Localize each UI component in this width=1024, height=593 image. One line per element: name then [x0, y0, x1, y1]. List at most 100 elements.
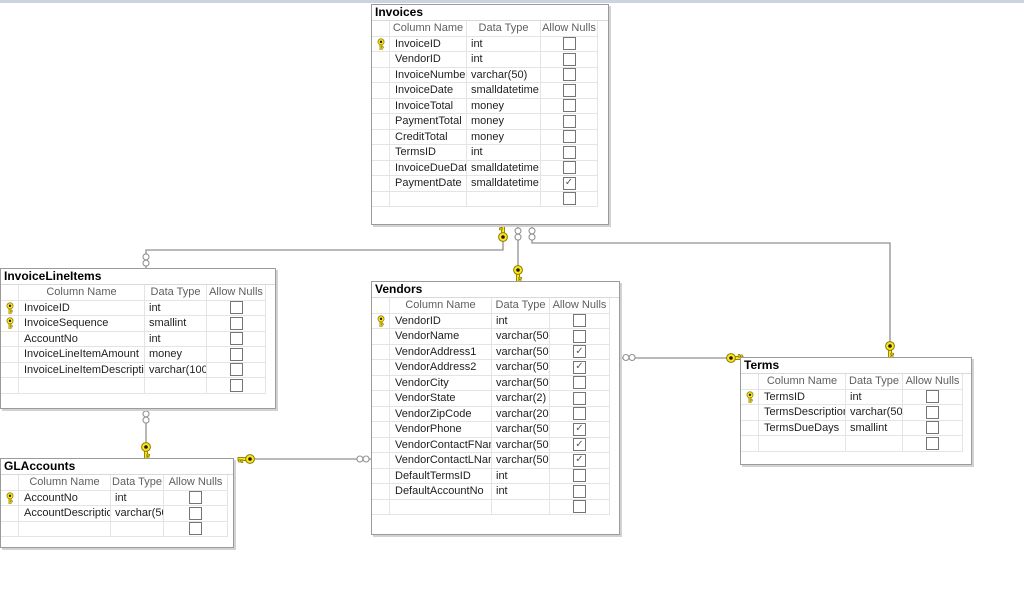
column-row[interactable]: InvoiceLineItemDescription varchar(100) — [1, 362, 275, 378]
column-name-cell[interactable] — [19, 521, 111, 537]
column-name-cell[interactable]: InvoiceSequence — [19, 316, 145, 332]
data-type-cell[interactable]: varchar(50) — [492, 360, 550, 376]
allow-nulls-checkbox[interactable] — [573, 376, 586, 390]
data-type-cell[interactable]: smallint — [846, 420, 903, 436]
column-name-cell[interactable]: PaymentTotal — [390, 114, 467, 130]
column-row[interactable]: VendorState varchar(2) — [372, 391, 619, 407]
allow-nulls-checkbox[interactable] — [573, 438, 586, 452]
column-row[interactable]: InvoiceID int — [1, 300, 275, 316]
allow-nulls-checkbox[interactable] — [573, 422, 586, 436]
allow-nulls-checkbox[interactable] — [562, 52, 576, 66]
data-type-cell[interactable]: varchar(50) — [492, 422, 550, 438]
table-invoicelineitems[interactable]: InvoiceLineItems Column Name Data Type A… — [0, 268, 276, 409]
column-name-cell[interactable]: DefaultTermsID — [390, 468, 492, 484]
data-type-cell[interactable] — [492, 499, 550, 515]
column-row[interactable]: VendorAddress2 varchar(50) — [372, 360, 619, 376]
data-type-cell[interactable]: int — [846, 389, 903, 405]
column-name-cell[interactable]: VendorAddress2 — [390, 360, 492, 376]
column-row[interactable]: DefaultAccountNo int — [372, 484, 619, 500]
allow-nulls-checkbox[interactable] — [573, 500, 586, 514]
data-type-cell[interactable]: varchar(50) — [846, 405, 903, 421]
allow-nulls-checkbox[interactable] — [189, 491, 202, 505]
column-name-cell[interactable]: VendorCity — [390, 375, 492, 391]
relationship-terms-invoices[interactable] — [528, 227, 895, 359]
column-name-cell[interactable]: CreditTotal — [390, 129, 467, 145]
column-row[interactable]: AccountDescription varchar(50) — [1, 506, 233, 522]
data-type-cell[interactable]: varchar(20) — [492, 406, 550, 422]
allow-nulls-checkbox[interactable] — [573, 453, 586, 467]
column-row[interactable]: TermsID int — [372, 145, 608, 161]
table-terms[interactable]: Terms Column Name Data Type Allow Nulls — [740, 357, 972, 465]
data-type-cell[interactable]: varchar(50) — [492, 344, 550, 360]
data-type-cell[interactable] — [111, 521, 164, 537]
column-row[interactable] — [741, 436, 971, 452]
data-type-cell[interactable]: varchar(100) — [145, 362, 207, 378]
column-name-cell[interactable]: AccountDescription — [19, 506, 111, 522]
data-type-cell[interactable]: int — [492, 468, 550, 484]
column-name-cell[interactable]: VendorContactFName — [390, 437, 492, 453]
column-name-cell[interactable]: VendorPhone — [390, 422, 492, 438]
column-name-cell[interactable]: InvoiceLineItemDescription — [19, 362, 145, 378]
allow-nulls-checkbox[interactable] — [562, 130, 576, 144]
allow-nulls-checkbox[interactable] — [573, 484, 586, 498]
allow-nulls-checkbox[interactable] — [229, 301, 243, 315]
data-type-cell[interactable]: varchar(50) — [492, 437, 550, 453]
allow-nulls-checkbox[interactable] — [562, 145, 576, 159]
column-name-cell[interactable]: VendorState — [390, 391, 492, 407]
allow-nulls-checkbox[interactable] — [573, 314, 586, 328]
column-name-cell[interactable]: VendorID — [390, 52, 467, 68]
column-row[interactable]: InvoiceDueDate smalldatetime — [372, 160, 608, 176]
column-row[interactable]: InvoiceLineItemAmount money — [1, 347, 275, 363]
column-name-cell[interactable]: TermsID — [390, 145, 467, 161]
column-name-cell[interactable]: VendorContactLName — [390, 453, 492, 469]
data-type-cell[interactable]: int — [492, 484, 550, 500]
column-row[interactable]: TermsDescription varchar(50) — [741, 405, 971, 421]
column-name-cell[interactable]: InvoiceTotal — [390, 98, 467, 114]
column-name-cell[interactable]: TermsID — [759, 389, 846, 405]
allow-nulls-checkbox[interactable] — [229, 378, 243, 392]
column-name-cell[interactable]: VendorName — [390, 329, 492, 345]
allow-nulls-checkbox[interactable] — [562, 192, 576, 206]
data-type-cell[interactable]: smalldatetime — [467, 160, 541, 176]
allow-nulls-checkbox[interactable] — [562, 114, 576, 128]
column-row[interactable]: InvoiceSequence smallint — [1, 316, 275, 332]
column-name-cell[interactable] — [390, 191, 467, 207]
relationship-vendors-invoices[interactable] — [513, 227, 523, 283]
column-row[interactable]: VendorName varchar(50) — [372, 329, 619, 345]
allow-nulls-checkbox[interactable] — [229, 347, 243, 361]
column-row[interactable]: TermsID int — [741, 389, 971, 405]
column-name-cell[interactable] — [759, 436, 846, 452]
allow-nulls-checkbox[interactable] — [562, 83, 576, 97]
column-row[interactable]: VendorZipCode varchar(20) — [372, 406, 619, 422]
relationship-terms-vendors[interactable] — [620, 353, 744, 363]
data-type-cell[interactable]: varchar(50) — [492, 375, 550, 391]
table-title[interactable]: GLAccounts — [1, 459, 233, 475]
data-type-cell[interactable]: int — [492, 313, 550, 329]
data-type-cell[interactable]: int — [467, 145, 541, 161]
column-name-cell[interactable]: InvoiceLineItemAmount — [19, 347, 145, 363]
allow-nulls-checkbox[interactable] — [562, 68, 576, 82]
column-row[interactable]: InvoiceID int — [372, 36, 608, 52]
data-type-cell[interactable]: int — [111, 490, 164, 506]
relationship-glaccounts-invoicelineitems[interactable] — [141, 409, 151, 460]
column-row[interactable]: InvoiceDate smalldatetime — [372, 83, 608, 99]
column-row[interactable]: VendorAddress1 varchar(50) — [372, 344, 619, 360]
column-name-cell[interactable]: InvoiceDueDate — [390, 160, 467, 176]
table-title[interactable]: InvoiceLineItems — [1, 269, 275, 285]
column-name-cell[interactable]: AccountNo — [19, 331, 145, 347]
column-name-cell[interactable]: VendorID — [390, 313, 492, 329]
allow-nulls-checkbox[interactable] — [573, 391, 586, 405]
data-type-cell[interactable]: smallint — [145, 316, 207, 332]
column-name-cell[interactable] — [390, 499, 492, 515]
data-type-cell[interactable] — [467, 191, 541, 207]
column-row[interactable]: VendorPhone varchar(50) — [372, 422, 619, 438]
column-row[interactable]: InvoiceNumber varchar(50) — [372, 67, 608, 83]
column-row[interactable] — [1, 521, 233, 537]
data-type-cell[interactable]: money — [467, 114, 541, 130]
data-type-cell[interactable]: varchar(50) — [467, 67, 541, 83]
column-row[interactable]: InvoiceTotal money — [372, 98, 608, 114]
data-type-cell[interactable]: varchar(2) — [492, 391, 550, 407]
allow-nulls-checkbox[interactable] — [573, 469, 586, 483]
allow-nulls-checkbox[interactable] — [189, 506, 202, 520]
allow-nulls-checkbox[interactable] — [926, 390, 939, 404]
